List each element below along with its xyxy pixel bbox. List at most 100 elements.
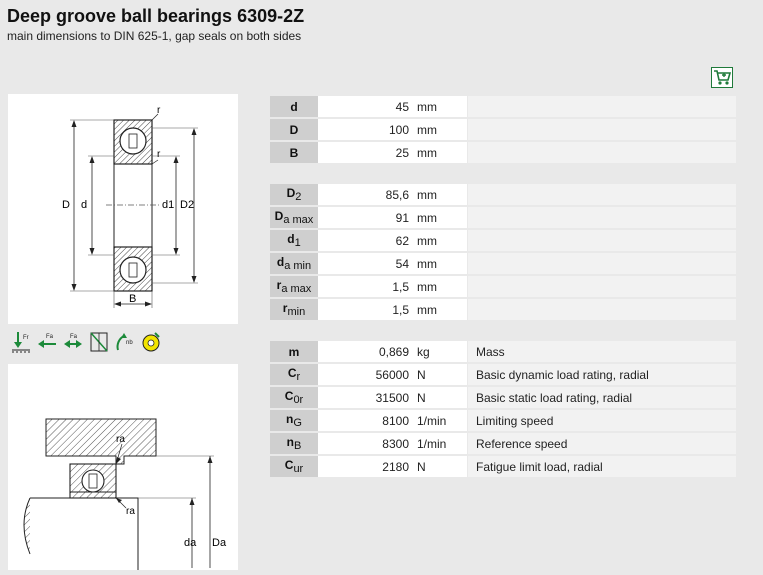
row-value: 100: [319, 119, 413, 140]
symbol-text: r: [282, 301, 288, 315]
row-description: Limiting speed: [468, 410, 736, 431]
row-description: Reference speed: [468, 433, 736, 454]
row-description: [468, 207, 736, 228]
row-value: 25: [319, 142, 413, 163]
row-symbol: ra max: [270, 276, 319, 297]
row-unit: mm: [413, 276, 468, 297]
label-ra-top: ra: [116, 434, 125, 445]
row-unit: 1/min: [413, 410, 468, 431]
row-value: 1,5: [319, 276, 413, 297]
load-icons-row: Fr Fa Fa nb: [8, 330, 238, 356]
label-r-mid: r: [157, 149, 161, 160]
symbol-text: D: [274, 209, 284, 223]
row-value: 8100: [319, 410, 413, 431]
svg-text:Fa: Fa: [46, 334, 54, 340]
symbol-text: D: [286, 186, 296, 200]
row-unit: mm: [413, 299, 468, 320]
symbol-text: d: [287, 232, 295, 246]
row-value: 31500: [319, 387, 413, 408]
row-symbol: C0r: [270, 387, 319, 408]
row-description: Fatigue limit load, radial: [468, 456, 736, 477]
row-description: Basic static load rating, radial: [468, 387, 736, 408]
row-value: 91: [319, 207, 413, 228]
symbol-subscript: 2: [295, 191, 302, 203]
symbol-subscript: 1: [294, 237, 301, 249]
speed-icon[interactable]: nb: [114, 330, 136, 354]
row-symbol: nB: [270, 433, 319, 454]
row-description: [468, 299, 736, 320]
row-unit: mm: [413, 142, 468, 163]
label-Da: Da: [212, 537, 227, 549]
row-unit: N: [413, 456, 468, 477]
symbol-subscript: B: [294, 440, 302, 452]
row-unit: mm: [413, 207, 468, 228]
svg-text:Fa: Fa: [70, 334, 78, 340]
row-symbol: Da max: [270, 207, 319, 228]
symbol-subscript: r: [296, 371, 301, 383]
row-symbol: d1: [270, 230, 319, 251]
mounting-dimensions-drawing: ra ra da Da: [8, 364, 238, 570]
row-description: [468, 184, 736, 205]
label-ra-bottom: ra: [126, 506, 135, 517]
row-symbol: D: [270, 119, 319, 140]
misalignment-icon[interactable]: [88, 330, 110, 354]
symbol-subscript: a max: [283, 214, 314, 226]
label-d: d: [81, 199, 87, 211]
row-unit: kg: [413, 341, 468, 362]
combined-load-icon[interactable]: Fa: [62, 330, 84, 354]
label-d1: d1: [162, 199, 174, 211]
symbol-text: n: [286, 435, 294, 449]
page-subtitle: main dimensions to DIN 625-1, gap seals …: [7, 29, 302, 43]
row-symbol: D2: [270, 184, 319, 205]
row-unit: mm: [413, 96, 468, 117]
symbol-text: m: [288, 344, 300, 359]
symbol-text: d: [290, 99, 298, 114]
label-da: da: [184, 537, 197, 549]
row-symbol: nG: [270, 410, 319, 431]
symbol-subscript: a max: [281, 283, 312, 295]
row-description: [468, 142, 736, 163]
row-value: 45: [319, 96, 413, 117]
bearing-section-drawing: r r D d d1 D2 B: [8, 94, 238, 324]
label-D2: D2: [180, 199, 194, 211]
row-unit: mm: [413, 119, 468, 140]
symbol-text: C: [284, 389, 294, 403]
symbol-text: D: [289, 122, 299, 137]
row-symbol: Cur: [270, 456, 319, 477]
temperature-icon[interactable]: [140, 330, 162, 354]
shopping-cart-icon[interactable]: [711, 67, 733, 88]
row-value: 0,869: [319, 341, 413, 362]
row-symbol: da min: [270, 253, 319, 274]
row-symbol: m: [270, 341, 319, 362]
row-unit: N: [413, 387, 468, 408]
symbol-subscript: G: [293, 417, 302, 429]
row-value: 1,5: [319, 299, 413, 320]
row-symbol: B: [270, 142, 319, 163]
svg-text:Fr: Fr: [23, 335, 29, 341]
row-description: [468, 119, 736, 140]
axial-load-icon[interactable]: Fr: [10, 330, 32, 354]
row-unit: 1/min: [413, 433, 468, 454]
row-value: 54: [319, 253, 413, 274]
label-D: D: [62, 199, 70, 211]
symbol-text: B: [289, 145, 299, 160]
symbol-text: d: [276, 255, 285, 269]
radial-load-icon[interactable]: Fa: [36, 330, 58, 354]
row-symbol: Cr: [270, 364, 319, 385]
